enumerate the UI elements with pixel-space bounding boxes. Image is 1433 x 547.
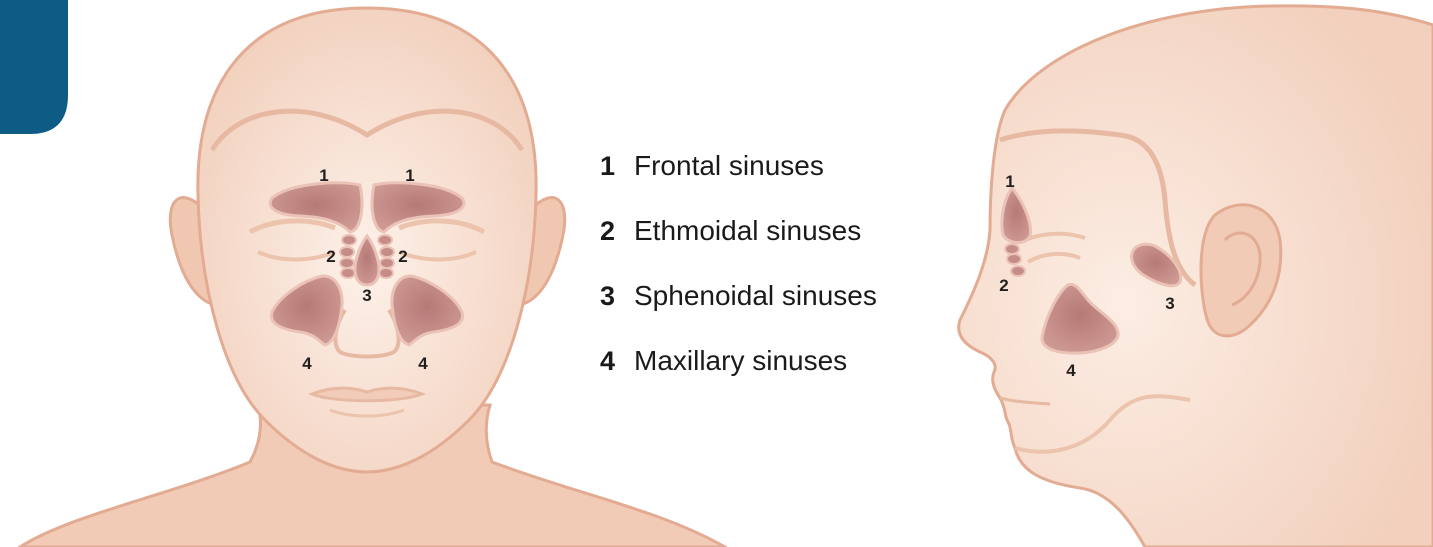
legend-label: Ethmoidal sinuses	[634, 213, 861, 249]
legend-number: 4	[600, 343, 634, 379]
legend-item-maxillary: 4 Maxillary sinuses	[600, 343, 877, 408]
legend-label: Maxillary sinuses	[634, 343, 847, 379]
side-label-ethmoidal: 2	[999, 276, 1008, 295]
front-label-maxillary-left: 4	[302, 354, 312, 373]
legend-label: Sphenoidal sinuses	[634, 278, 877, 314]
side-head	[959, 6, 1433, 547]
front-label-frontal-right: 1	[405, 166, 414, 185]
front-label-maxillary-right: 4	[418, 354, 428, 373]
front-label-frontal-left: 1	[319, 166, 328, 185]
sinus-legend: 1 Frontal sinuses 2 Ethmoidal sinuses 3 …	[600, 148, 877, 408]
side-label-sphenoidal: 3	[1165, 294, 1174, 313]
front-label-sphenoidal: 3	[362, 286, 371, 305]
front-label-ethmoidal-left: 2	[326, 247, 335, 266]
legend-number: 3	[600, 278, 634, 314]
side-profile	[959, 6, 1433, 547]
legend-number: 2	[600, 213, 634, 249]
legend-number: 1	[600, 148, 634, 184]
front-label-ethmoidal-right: 2	[398, 247, 407, 266]
legend-label: Frontal sinuses	[634, 148, 824, 184]
legend-item-ethmoidal: 2 Ethmoidal sinuses	[600, 213, 877, 278]
brand-tab	[0, 0, 68, 134]
side-label-maxillary: 4	[1066, 361, 1076, 380]
legend-item-frontal: 1 Frontal sinuses	[600, 148, 877, 213]
legend-item-sphenoidal: 3 Sphenoidal sinuses	[600, 278, 877, 343]
side-label-frontal: 1	[1005, 172, 1014, 191]
